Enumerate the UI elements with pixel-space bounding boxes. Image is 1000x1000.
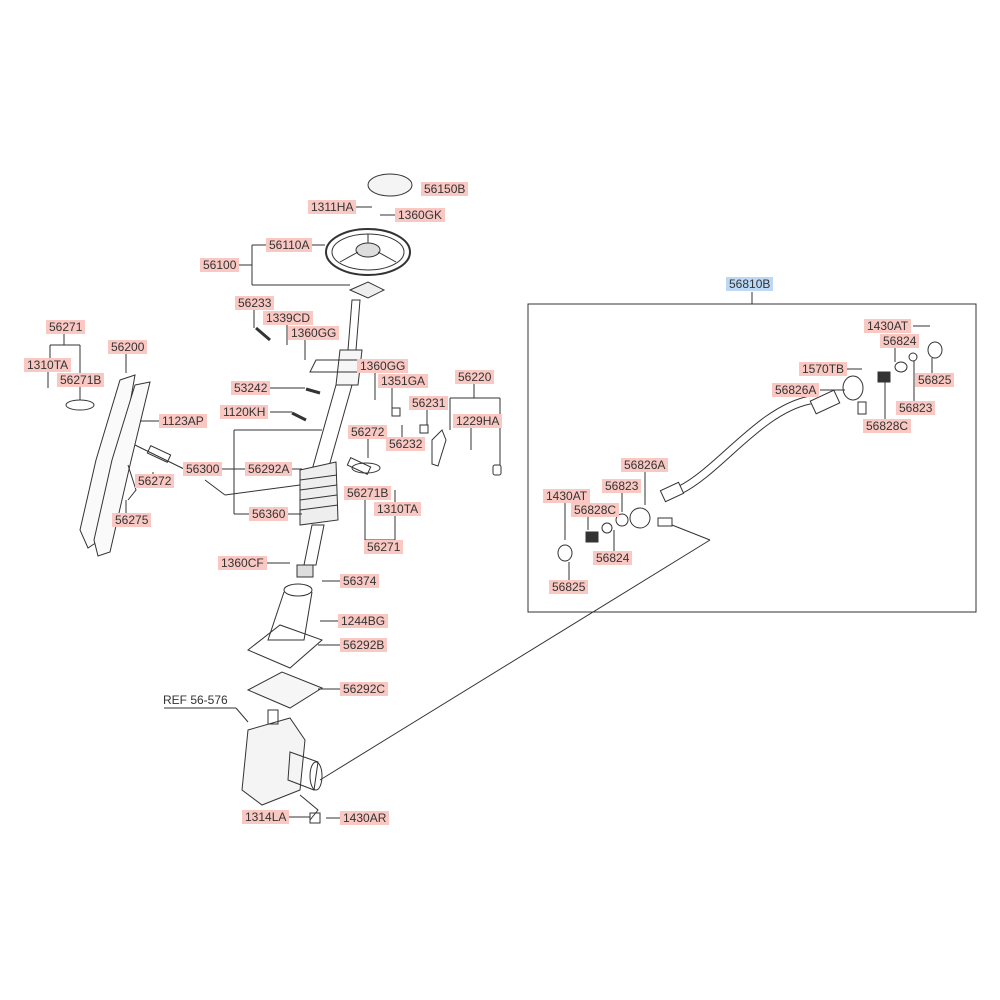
part-label[interactable]: 56220 <box>455 370 495 384</box>
part-label[interactable]: 56360 <box>249 507 289 521</box>
part-label[interactable]: 1123AP <box>159 414 207 428</box>
part-label[interactable]: 1360GG <box>288 326 340 340</box>
part-label[interactable]: 56231 <box>409 396 449 410</box>
part-label[interactable]: 1360GK <box>395 208 446 222</box>
part-label[interactable]: 56828C <box>571 503 620 517</box>
small-parts <box>255 326 502 824</box>
horn-pad <box>367 173 413 197</box>
part-label[interactable]: 56271 <box>46 320 86 334</box>
steering-column <box>296 299 371 578</box>
part-label[interactable]: 1310TA <box>374 502 422 516</box>
part-label[interactable]: 1339CD <box>263 311 314 325</box>
part-label-selected[interactable]: 56810B <box>726 277 774 291</box>
part-label[interactable]: 1360CF <box>218 556 267 570</box>
part-label[interactable]: 56272 <box>348 425 388 439</box>
part-label[interactable]: 56825 <box>915 373 955 387</box>
part-label[interactable]: 56271B <box>344 486 392 500</box>
part-label[interactable]: 56110A <box>266 238 313 252</box>
part-label[interactable]: 56271B <box>57 373 105 387</box>
part-label[interactable]: 56300 <box>183 462 223 476</box>
part-label[interactable]: 1314LA <box>242 810 290 824</box>
part-label[interactable]: 1360GG <box>357 359 409 373</box>
reference-label[interactable]: REF 56-576 <box>163 693 228 707</box>
part-label[interactable]: 1120KH <box>220 405 269 419</box>
part-label[interactable]: 1311HA <box>308 200 357 214</box>
part-label[interactable]: 56292B <box>340 638 388 652</box>
part-label[interactable]: 56374 <box>340 574 380 588</box>
part-label[interactable]: 1430AT <box>864 319 912 333</box>
part-label[interactable]: 56825 <box>549 580 589 594</box>
part-label[interactable]: 56828C <box>863 419 912 433</box>
part-label[interactable]: 56292A <box>245 462 293 476</box>
part-label[interactable]: 56233 <box>235 296 275 310</box>
part-label[interactable]: 56824 <box>880 334 920 348</box>
steering-wheel <box>325 228 411 299</box>
hose-assembly <box>557 341 943 562</box>
leader-lines <box>47 206 933 819</box>
part-label[interactable]: 56200 <box>108 340 148 354</box>
gearbox <box>241 709 323 821</box>
part-label[interactable]: 1351GA <box>378 374 429 388</box>
pedal-brackets <box>65 374 172 557</box>
part-label[interactable]: 1229HA <box>453 414 503 428</box>
part-label[interactable]: 56232 <box>386 437 426 451</box>
part-label[interactable]: 56271 <box>364 540 404 554</box>
part-label[interactable]: 1310TA <box>24 358 72 372</box>
assembly-box <box>527 303 977 613</box>
part-label[interactable]: 56292C <box>340 682 389 696</box>
part-label[interactable]: 56826A <box>621 458 669 472</box>
part-label[interactable]: 56275 <box>112 513 152 527</box>
part-label[interactable]: 56272 <box>135 474 175 488</box>
part-label[interactable]: 56100 <box>200 258 240 272</box>
part-label[interactable]: 56823 <box>896 401 936 415</box>
part-label[interactable]: 56824 <box>593 551 633 565</box>
part-label[interactable]: 1430AR <box>340 811 390 825</box>
part-label[interactable]: 53242 <box>231 381 271 395</box>
part-label[interactable]: 56826A <box>772 383 820 397</box>
boot-and-plates <box>246 583 324 709</box>
part-label[interactable]: 1430AT <box>543 489 591 503</box>
part-label[interactable]: 1244BG <box>338 614 389 628</box>
part-label[interactable]: 56150B <box>421 182 469 196</box>
part-label[interactable]: 56823 <box>602 479 642 493</box>
part-label[interactable]: 1570TB <box>799 362 848 376</box>
